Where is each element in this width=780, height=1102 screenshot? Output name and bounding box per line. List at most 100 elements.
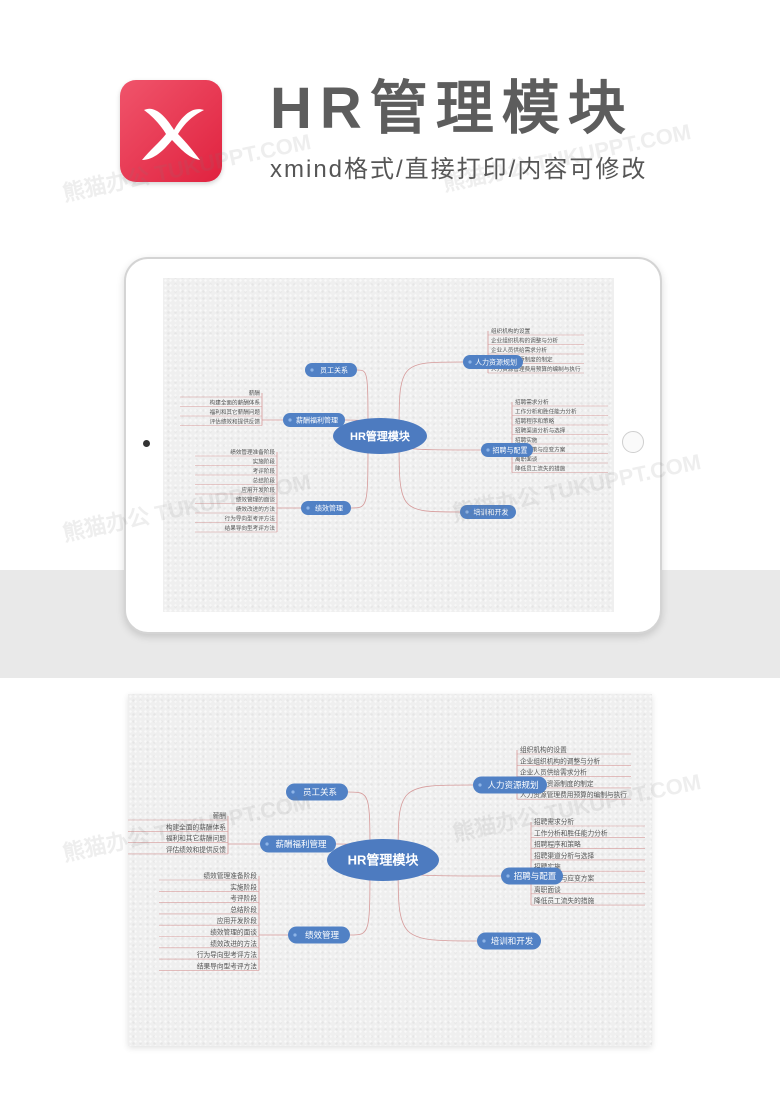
mindmap-branch-label: 薪酬福利管理 — [275, 839, 327, 849]
mindmap-branch-label: 招聘与配置 — [493, 445, 528, 454]
mindmap-branch-node[interactable] — [501, 867, 563, 885]
leaf-connector — [227, 816, 260, 854]
mindmap-branch-node[interactable] — [305, 363, 357, 377]
mindmap-leaf[interactable]: 企业组织机构的调整与分析 — [491, 337, 559, 345]
mindmap-branch-label: 人力资源规划 — [487, 780, 538, 790]
mindmap-leaf[interactable]: 薪酬 — [249, 389, 261, 397]
branch-marker-icon — [291, 790, 295, 794]
mindmap-branch-label: 员工关系 — [320, 365, 348, 374]
mindmap-leaf[interactable]: 人力资源管理费用预算的编制与执行 — [520, 790, 627, 799]
mindmap-branch-label: 培训和开发 — [491, 936, 534, 946]
mindmap-leaf[interactable]: 行为导向型考评方法 — [225, 515, 276, 523]
mindmap-leaf[interactable]: 薪酬 — [213, 811, 227, 820]
mindmap-leaf[interactable]: 招聘渠道分析与选择 — [534, 851, 594, 860]
branch-marker-icon — [306, 506, 310, 510]
mindmap-leaf[interactable]: 应用开发阶段 — [217, 916, 257, 925]
mindmap-leaf[interactable]: 招聘需求分析 — [515, 398, 549, 406]
mindmap-leaf[interactable]: 组织机构的设置 — [491, 327, 531, 335]
mindmap-leaf[interactable]: 招聘程序和策略 — [534, 840, 581, 849]
mindmap-branch-label: 招聘与配置 — [514, 871, 557, 881]
mindmap-center-label: HR管理模块 — [350, 429, 411, 443]
mindmap-branch-node[interactable] — [283, 413, 345, 427]
mindmap-leaf[interactable]: 工作分析和胜任能力分析 — [515, 408, 577, 416]
mindmap-sheet: HR管理模块员工关系薪酬构建全面的薪酬体系福利和其它薪酬问题评估绩效和提供反馈薪… — [128, 694, 652, 1046]
mindmap-leaf[interactable]: 特殊政策与应变方案 — [515, 446, 566, 454]
mindmap-branch-label: 绩效管理 — [315, 503, 343, 512]
branch-marker-icon — [293, 933, 297, 937]
mindmap-branch-node[interactable] — [286, 783, 348, 801]
branch-marker-icon — [506, 874, 510, 878]
mindmap-leaf[interactable]: 评估绩效和提供反馈 — [210, 418, 261, 426]
mindmap-leaf[interactable]: 应用开发阶段 — [241, 486, 275, 494]
page-title: HR管理模块 — [270, 76, 634, 141]
mindmap-branch-label: 绩效管理 — [305, 930, 340, 940]
mindmap-leaf[interactable]: 绩效管理的面谈 — [236, 496, 276, 504]
mindmap-leaf[interactable]: 组织机构的设置 — [520, 745, 567, 754]
mindmap-leaf[interactable]: 福利和其它薪酬问题 — [210, 408, 261, 416]
mindmap-leaf[interactable]: 工作分析和胜任能力分析 — [534, 828, 608, 837]
mindmap-branch-node[interactable] — [481, 443, 533, 457]
mindmap-branch-label: 员工关系 — [303, 787, 337, 797]
mindmap-leaf[interactable]: 招聘实施 — [515, 436, 538, 444]
mindmap-leaf[interactable]: 实施阶段 — [230, 882, 257, 891]
mindmap-leaf[interactable]: 企业人员供给需求分析 — [520, 768, 587, 777]
mindmap-leaf[interactable]: 招聘渠道分析与选择 — [515, 427, 566, 435]
mindmap-leaf[interactable]: 企业人员供给需求分析 — [491, 346, 547, 354]
mindmap-branch-label: 人力资源规划 — [475, 357, 517, 366]
mindmap-leaf[interactable]: 企业人力资源制度的制定 — [520, 779, 594, 788]
mindmap-leaf[interactable]: 降低员工流失的措施 — [515, 465, 566, 473]
mindmap-leaf[interactable]: 构建全面的薪酬体系 — [210, 399, 261, 407]
mindmap-branch-node[interactable] — [463, 355, 523, 369]
mindmap-leaf[interactable]: 实施阶段 — [253, 458, 276, 466]
branch-connector — [398, 435, 461, 513]
mindmap-leaf[interactable]: 绩效改进的方法 — [210, 939, 257, 948]
mindmap-leaf[interactable]: 招聘程序和策略 — [515, 417, 555, 425]
branch-connector — [397, 859, 478, 942]
mindmap-leaf[interactable]: 招聘需求分析 — [534, 817, 574, 826]
mindmap-leaf[interactable]: 企业组织机构的调整与分析 — [520, 756, 601, 765]
branch-marker-icon — [482, 939, 486, 943]
leaf-connector — [276, 452, 301, 532]
mindmap-center-node[interactable] — [333, 418, 427, 454]
mindmap-branch-node[interactable] — [260, 835, 336, 853]
mindmap-branch-node[interactable] — [473, 776, 547, 794]
mindmap-leaf[interactable]: 结果导向型考评方法 — [197, 961, 257, 970]
page-subtitle: xmind格式/直接打印/内容可修改 — [270, 156, 648, 183]
mindmap-leaf[interactable]: 构建全面的薪酬体系 — [166, 822, 226, 831]
mindmap-leaf[interactable]: 评估绩效和提供反馈 — [166, 845, 226, 854]
mindmap-leaf[interactable]: 降低员工流失的措施 — [534, 896, 594, 905]
mindmap-leaf[interactable]: 绩效管理准备阶段 — [230, 448, 275, 456]
mindmap-branch-label: 培训和开发 — [474, 507, 509, 516]
mindmap-leaf[interactable]: 人力资源管理费用预算的编制与执行 — [491, 365, 581, 373]
mindmap-branch-node[interactable] — [301, 501, 351, 515]
branch-marker-icon — [468, 360, 472, 364]
mindmap-branch-node[interactable] — [460, 505, 516, 519]
mindmap-branch-node[interactable] — [477, 932, 541, 950]
mindmap-branch-node[interactable] — [288, 926, 350, 944]
branch-marker-icon — [486, 448, 490, 452]
mindmap-leaf[interactable]: 结果导向型考评方法 — [225, 524, 276, 532]
branch-connector — [350, 435, 369, 509]
mindmap-leaf[interactable]: 行为导向型考评方法 — [197, 950, 257, 959]
mindmap-leaf[interactable]: 招聘实施 — [534, 862, 561, 871]
mindmap-leaf[interactable]: 总结阶段 — [253, 477, 276, 485]
xmind-logo-icon — [120, 80, 222, 182]
mindmap-leaf[interactable]: 福利和其它薪酬问题 — [166, 834, 226, 843]
tablet-home-button[interactable] — [622, 431, 644, 453]
mindmap-leaf[interactable]: 绩效管理准备阶段 — [204, 871, 258, 880]
mindmap-leaf[interactable]: 总结阶段 — [230, 905, 257, 914]
mindmap-leaf[interactable]: 离职面谈 — [534, 885, 561, 894]
branch-connector — [398, 361, 464, 437]
branch-marker-icon — [265, 842, 269, 846]
mindmap-preview-large: HR管理模块员工关系薪酬构建全面的薪酬体系福利和其它薪酬问题评估绩效和提供反馈薪… — [128, 745, 645, 971]
mindmap-leaf[interactable]: 考评阶段 — [230, 894, 257, 903]
mindmap-leaf[interactable]: 绩效改进的方法 — [236, 505, 276, 513]
mindmap-leaf[interactable]: 特殊政策与应变方案 — [534, 874, 594, 883]
mindmap-center-node[interactable] — [327, 839, 439, 881]
branch-marker-icon — [310, 368, 314, 372]
mindmap-leaf[interactable]: 离职面谈 — [515, 455, 538, 463]
mindmap-branch-label: 薪酬福利管理 — [296, 415, 338, 424]
mindmap-leaf[interactable]: 考评阶段 — [253, 467, 276, 475]
mindmap-leaf[interactable]: 绩效管理的面谈 — [210, 928, 257, 937]
branch-connector — [397, 784, 474, 861]
